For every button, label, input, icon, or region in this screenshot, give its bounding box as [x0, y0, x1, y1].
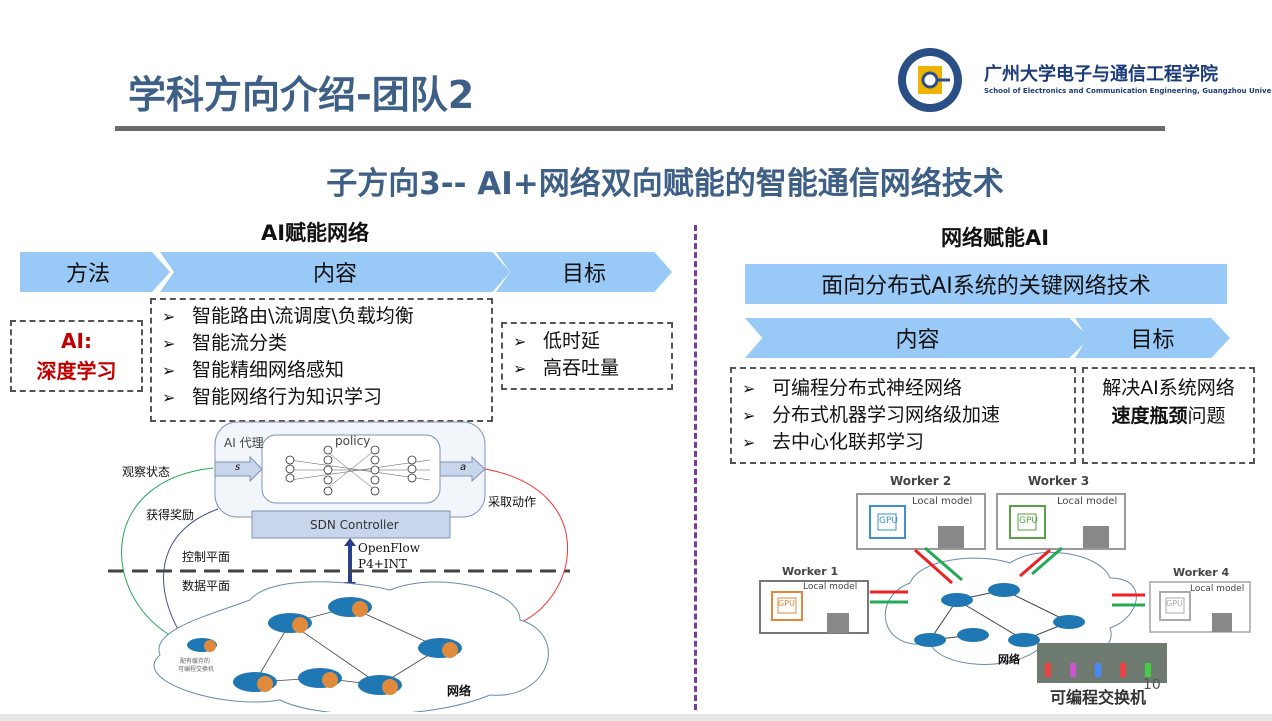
diagram-graphics	[108, 421, 570, 712]
chevron-label: 内容	[312, 262, 357, 287]
goal-text: 问题	[1187, 405, 1226, 427]
gpu-label: GPU	[778, 599, 795, 608]
list-item: ➢智能流分类	[162, 332, 288, 354]
list-item: ➢分布式机器学习网络级加速	[742, 404, 1001, 426]
chevron-label: 目标	[1130, 328, 1175, 353]
goal-box: 解决AI系统网络速度瓶颈问题	[1082, 367, 1255, 464]
list-item: ➢可编程分布式神经网络	[742, 377, 963, 399]
footer-bar	[0, 714, 1272, 721]
left-heading: AI赋能网络	[260, 221, 370, 245]
distributed-ml-diagram: Worker 2 Worker 3 Worker 1 Worker 4 Loca…	[740, 468, 1270, 713]
chevron-method: 方法	[20, 252, 170, 292]
list-item: ➢去中心化联邦学习	[742, 431, 925, 453]
chevron-label: 方法	[65, 262, 110, 287]
policy-label: policy	[335, 434, 371, 448]
method-box: AI: 深度学习	[10, 320, 143, 392]
control-plane-label: 控制平面	[182, 550, 231, 564]
openflow-label: OpenFlow	[358, 541, 421, 555]
data-plane-label: 数据平面	[182, 579, 231, 593]
banner-label: 面向分布式AI系统的关键网络技术	[821, 274, 1151, 299]
p4-int-label: P4+INT	[358, 557, 408, 571]
state-label: s	[235, 462, 241, 473]
list-item: ➢高吞吐量	[513, 357, 620, 379]
switch-label: 可编程交换机	[178, 666, 215, 673]
chevron-goal: 目标	[496, 252, 672, 292]
content-box: ➢可编程分布式神经网络 ➢分布式机器学习网络级加速 ➢去中心化联邦学习	[730, 367, 1076, 464]
switch-label: 配有缓存的	[180, 658, 211, 665]
gpu-icons	[771, 505, 1191, 621]
chevron-goal: 目标	[1075, 318, 1230, 358]
subtitle: 子方向3-- AI+网络双向赋能的智能通信网络技术	[326, 166, 1004, 202]
goal-text: 解决AI系统网络	[1102, 377, 1235, 399]
take-action-label: 采取动作	[488, 495, 537, 509]
banner: 面向分布式AI系统的关键网络技术	[745, 264, 1227, 304]
page-number: 10	[1143, 677, 1161, 693]
list-item: ➢低时延	[513, 330, 601, 352]
list-item: ➢智能精细网络感知	[162, 359, 345, 381]
section-divider	[694, 225, 697, 710]
router-icons	[187, 597, 462, 695]
router-icons	[914, 583, 1085, 647]
sdn-rl-diagram: AI 代理 policy s a 观察状态 获得奖励 采取动作 SDN Cont…	[100, 420, 570, 712]
diagram-graphics	[759, 493, 1251, 683]
list-item: ➢智能网络行为知识学习	[162, 386, 383, 408]
worker-label: Worker 4	[1173, 566, 1230, 579]
neural-net-icon	[289, 449, 431, 491]
logo-cn: 广州大学电子与通信工程学院	[984, 64, 1218, 85]
agent-label: AI 代理	[224, 436, 264, 450]
chevron-content: 内容	[745, 318, 1090, 358]
chevron-content: 内容	[160, 252, 510, 292]
chevron-label: 目标	[561, 262, 606, 287]
gpu-label: GPU	[1019, 516, 1038, 526]
network-label: 网络	[998, 653, 1020, 666]
method-value: 深度学习	[36, 359, 117, 383]
gpu-label: GPU	[1166, 599, 1183, 608]
reward-label: 获得奖励	[146, 508, 195, 522]
worker-label: Worker 2	[890, 474, 952, 488]
local-model-label: Local model	[1190, 584, 1245, 594]
emblem-icon	[898, 48, 962, 112]
worker-label: Worker 1	[782, 565, 839, 578]
school-logo: 广州大学电子与通信工程学院 School of Electronics and …	[896, 46, 1272, 114]
observe-label: 观察状态	[122, 465, 171, 479]
programmable-switch-label: 可编程交换机	[1050, 688, 1147, 707]
method-label: AI:	[61, 329, 92, 353]
slide-title: 学科方向介绍-团队2	[128, 73, 475, 117]
action-symbol: a	[460, 462, 467, 473]
list-item: ➢智能路由\流调度\负载均衡	[162, 305, 414, 327]
sdn-controller: SDN Controller	[310, 518, 399, 532]
local-model-label: Local model	[803, 582, 858, 592]
worker-label: Worker 3	[1028, 474, 1090, 488]
chevron-label: 内容	[895, 328, 940, 353]
goal-box: ➢低时延 ➢高吞吐量	[501, 322, 673, 390]
goal-emphasis: 速度瓶颈	[1111, 405, 1188, 427]
header-divider	[115, 126, 1165, 131]
right-heading: 网络赋能AI	[940, 226, 1050, 250]
gpu-label: GPU	[879, 516, 898, 526]
local-model-label: Local model	[912, 496, 973, 507]
content-box: ➢智能路由\流调度\负载均衡 ➢智能流分类 ➢智能精细网络感知 ➢智能网络行为知…	[150, 298, 493, 422]
local-model-label: Local model	[1057, 496, 1118, 507]
network-label: 网络	[447, 684, 472, 698]
logo-en: School of Electronics and Communication …	[984, 87, 1272, 95]
